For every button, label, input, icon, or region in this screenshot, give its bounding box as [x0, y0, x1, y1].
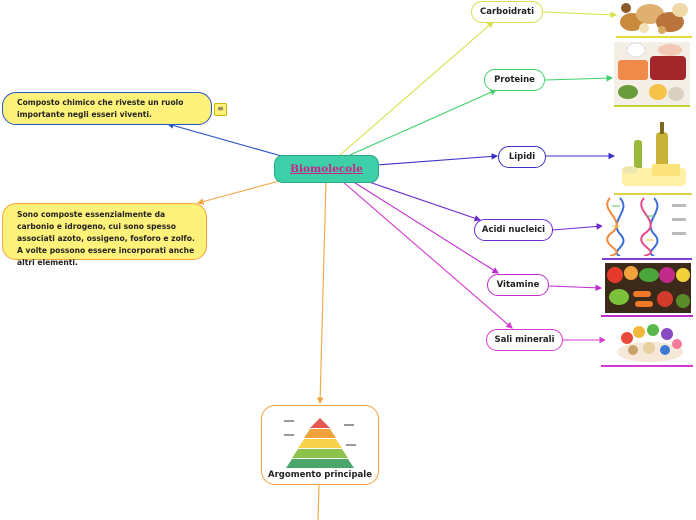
underline-lipidi [614, 193, 692, 195]
branch-lipidi[interactable]: Lipidi [498, 146, 546, 168]
note-composition[interactable]: Sono composte essenzialmente da carbonio… [2, 203, 207, 267]
branch-acidi-nucleici[interactable]: Acidi nucleici [474, 219, 553, 241]
branch-lipidi-label: Lipidi [508, 152, 536, 162]
dna-helix-image[interactable] [602, 196, 692, 256]
central-node[interactable]: Biomolecole [274, 155, 379, 183]
edge-lipidi [376, 153, 499, 166]
note-definition-text: Composto chimico che riveste un ruolo im… [17, 98, 184, 119]
bread-grains-image[interactable] [618, 0, 690, 36]
branch-sali-label: Sali minerali [494, 335, 555, 345]
edge-img-vitamine [548, 284, 603, 292]
edge-sali [341, 180, 513, 329]
note-icon[interactable]: ≡ [214, 103, 227, 116]
central-label: Biomolecole [290, 163, 363, 175]
underline-vitamine [601, 315, 693, 317]
minerals-food-image[interactable] [615, 320, 685, 364]
edge-composition [196, 179, 284, 205]
branch-acidi-label: Acidi nucleici [481, 225, 546, 235]
edge-img-acidi [552, 223, 604, 231]
edge-main-topic-down [317, 484, 320, 520]
edge-carboidrati [339, 21, 494, 156]
branch-proteine[interactable]: Proteine [484, 69, 545, 91]
food-pyramid-image [284, 418, 356, 468]
branch-vitamine-label: Vitamine [496, 280, 540, 290]
meat-eggs-image[interactable] [614, 42, 690, 105]
edge-acidi [365, 180, 482, 222]
branch-carboidrati-label: Carboidrati [480, 7, 534, 17]
main-topic-node[interactable]: Argomento principale [261, 405, 379, 485]
underline-carboidrati [616, 36, 692, 38]
underline-sali [601, 365, 693, 367]
note-definition[interactable]: Composto chimico che riveste un ruolo im… [2, 92, 212, 125]
branch-proteine-label: Proteine [494, 75, 535, 85]
vegetables-image[interactable] [605, 263, 691, 313]
branch-vitamine[interactable]: Vitamine [487, 274, 549, 296]
edge-proteine [349, 89, 498, 156]
main-topic-label: Argomento principale [268, 470, 372, 480]
edge-definition [166, 122, 286, 158]
branch-carboidrati[interactable]: Carboidrati [471, 1, 543, 23]
edge-img-proteine [544, 74, 614, 82]
edge-img-carboidrati [542, 11, 618, 19]
branch-sali-minerali[interactable]: Sali minerali [486, 329, 563, 351]
underline-proteine [614, 105, 690, 107]
oil-butter-image[interactable] [616, 118, 690, 192]
underline-acidi [602, 258, 692, 260]
note-composition-text: Sono composte essenzialmente da carbonio… [17, 210, 195, 267]
edge-main-topic [316, 180, 327, 405]
